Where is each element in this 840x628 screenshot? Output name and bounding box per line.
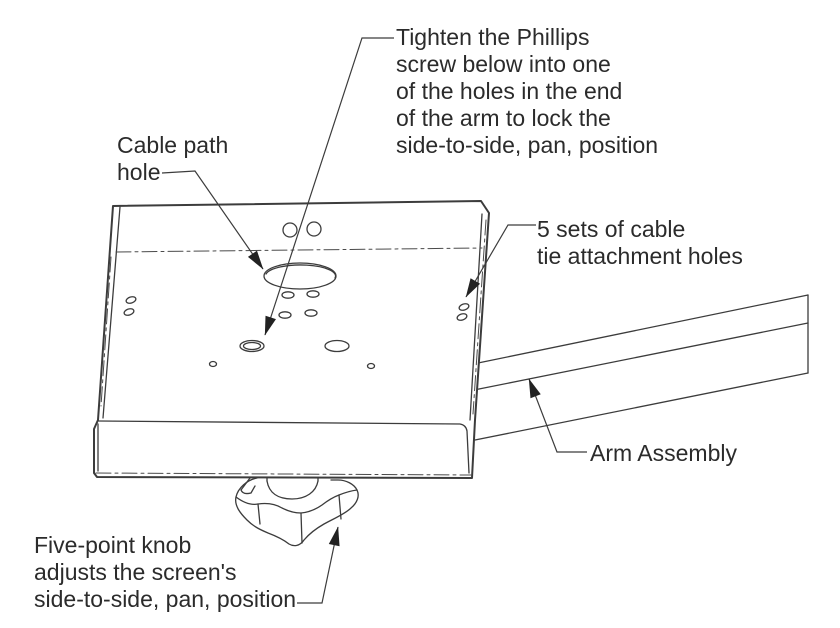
arm-front-bottom-edge [469, 372, 809, 442]
small-hole [304, 309, 318, 317]
centerline-right-fold [472, 219, 487, 415]
cable-path-hole-drawing [263, 262, 337, 290]
arm-top-edge [477, 294, 809, 364]
knob-boss-arc [266, 480, 319, 500]
cable-hole-chamfer [265, 264, 337, 279]
slot-hole-inner [242, 341, 262, 351]
label-five-point-knob: Five-point knob adjusts the screen's sid… [34, 532, 296, 613]
knob-top-face-edge [235, 489, 358, 514]
plate-left-inner-edge [102, 206, 121, 419]
pilot-hole [366, 362, 376, 370]
leader-arm-assembly [528, 378, 587, 453]
tie-hole [125, 296, 137, 304]
small-hole [281, 291, 295, 299]
mounting-plate-drawing [93, 200, 490, 479]
label-cable-tie-holes: 5 sets of cable tie attachment holes [537, 216, 743, 270]
label-phillips-note: Tighten the Phillips screw below into on… [396, 24, 658, 159]
label-line: of the holes in the end [396, 78, 623, 104]
small-pilot-holes [208, 360, 376, 370]
label-line: tie attachment holes [537, 243, 743, 269]
tie-hole [458, 303, 470, 311]
label-line: Five-point knob [34, 532, 192, 558]
label-arm-assembly: Arm Assembly [590, 440, 737, 467]
tie-hole [456, 313, 468, 321]
leader-five-point-knob [297, 526, 340, 604]
centerline-top-band [115, 247, 483, 253]
leader-cable-path-hole [161, 170, 264, 270]
knob-seam-lines [257, 494, 342, 544]
tie-hole [123, 308, 135, 316]
label-line: Cable path [117, 132, 229, 158]
center-small-holes [278, 290, 320, 319]
screw-hole [282, 222, 298, 238]
arm-assembly-drawing [469, 294, 809, 442]
knob-outline [235, 477, 359, 547]
leader-cable-tie-holes [465, 224, 536, 298]
leader-phillips-screw [264, 37, 394, 336]
arm-front-top-edge [473, 322, 809, 391]
plate-outline [93, 200, 490, 479]
label-line: Arm Assembly [590, 440, 737, 466]
pan-lock-slots [239, 339, 350, 353]
small-hole [278, 311, 292, 319]
label-line: adjusts the screen's [34, 559, 237, 585]
label-line: Tighten the Phillips [396, 24, 590, 50]
centerline-bottom-lip [95, 472, 472, 476]
plate-front-fold-line [98, 420, 470, 474]
leader-lines [161, 37, 587, 604]
cable-tie-holes-right [456, 303, 470, 321]
centerline-left-fold [100, 256, 112, 407]
label-line: 5 sets of cable [537, 216, 686, 242]
label-line: side-to-side, pan, position [34, 586, 297, 612]
small-hole [306, 290, 320, 298]
label-line: hole [117, 159, 161, 185]
label-line: screw below into one [396, 51, 611, 77]
top-screw-holes [282, 221, 322, 238]
label-line: of the arm to lock the [396, 105, 611, 131]
label-line: side-to-side, pan, position [396, 132, 659, 158]
screw-hole [306, 221, 322, 237]
slot-hole [239, 339, 265, 353]
slot-hole [324, 339, 350, 353]
label-cable-path-hole: Cable path hole [117, 132, 228, 186]
cable-tie-holes-left [123, 296, 137, 316]
knob-left-ear [240, 477, 256, 495]
pilot-hole [208, 360, 218, 368]
